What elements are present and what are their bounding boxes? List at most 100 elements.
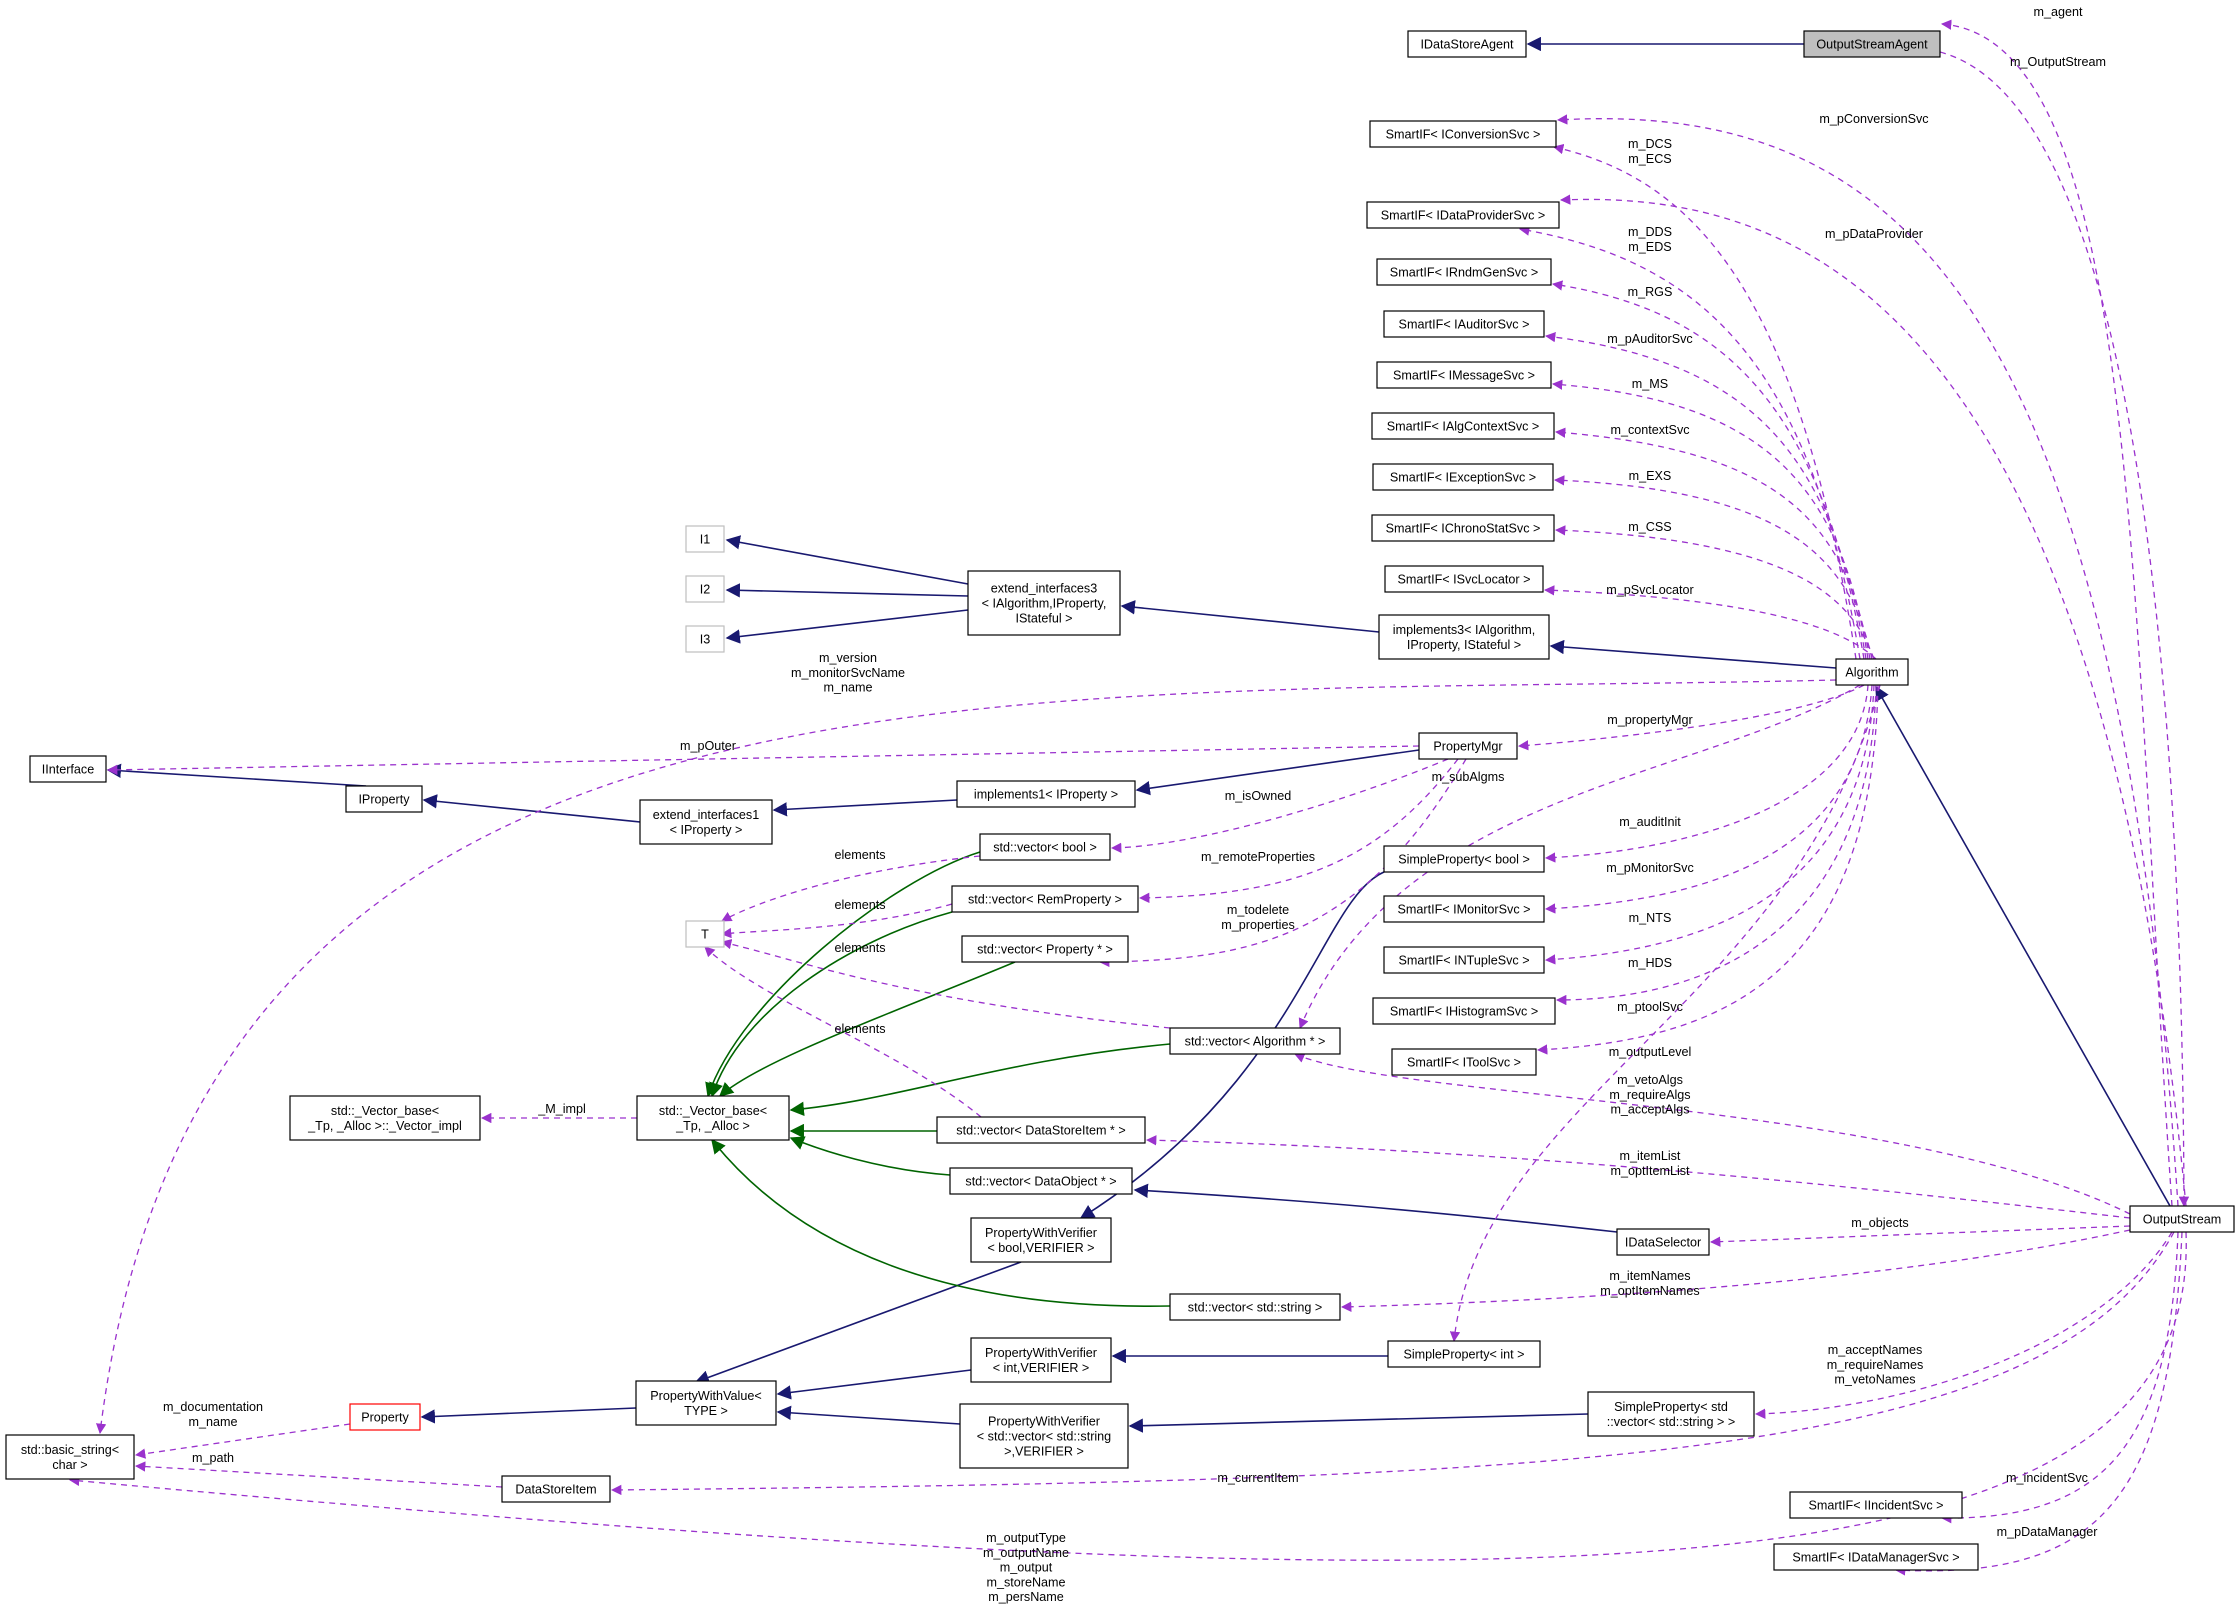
node-pwvalue[interactable]: PropertyWithValue<TYPE >: [635, 1380, 777, 1426]
edge-vecalg-to-vecbase: [789, 1043, 1171, 1116]
edge-label-output-stream: m_OutputStream: [2010, 55, 2106, 69]
edge-alg-to-ntuple: [1544, 684, 1875, 965]
edge-label-item-list-line-1: m_itemList: [1620, 1149, 1681, 1163]
node-box: [1418, 732, 1518, 760]
node-algorithm[interactable]: Algorithm: [1835, 658, 1909, 686]
node-vec-alg[interactable]: std::vector< Algorithm * >: [1169, 1027, 1341, 1055]
edge-os-to-vecstr: [1340, 1229, 2131, 1312]
node-incident[interactable]: SmartIF< IIncidentSvc >: [1789, 1491, 1963, 1519]
node-ext-if3[interactable]: extend_interfaces3< IAlgorithm,IProperty…: [967, 570, 1121, 636]
edge-extif3-to-i1: [725, 535, 969, 585]
node-exception[interactable]: SmartIF< IExceptionSvc >: [1372, 463, 1554, 491]
node-tool[interactable]: SmartIF< IToolSvc >: [1391, 1048, 1537, 1076]
node-label: IStateful >: [1015, 611, 1072, 625]
edge-os-to-spvec: [1754, 1231, 2173, 1419]
edge-label-p-conversion-svc: m_pConversionSvc: [1819, 112, 1928, 126]
node-vec-do[interactable]: std::vector< DataObject * >: [949, 1167, 1133, 1195]
node-vec-base[interactable]: std::_Vector_base<_Tp, _Alloc >: [636, 1095, 790, 1141]
node-output-stream[interactable]: OutputStream: [2129, 1205, 2235, 1233]
node-ntuple[interactable]: SmartIF< INTupleSvc >: [1383, 946, 1545, 974]
node-property-mgr[interactable]: PropertyMgr: [1418, 732, 1518, 760]
edge-label-impl: _M_impl: [537, 1102, 586, 1116]
node-t[interactable]: T: [685, 920, 725, 948]
node-label: IDataStoreAgent: [1420, 38, 1514, 52]
node-box: [1383, 310, 1545, 338]
node-vec-rem[interactable]: std::vector< RemProperty >: [951, 885, 1139, 913]
edge-label-documentation-line-1: m_documentation: [163, 1400, 263, 1414]
node-label: extend_interfaces1: [653, 808, 759, 822]
node-label: SmartIF< IHistogramSvc >: [1390, 1005, 1538, 1019]
edge-label-exs: m_EXS: [1629, 469, 1672, 483]
node-conv-svc[interactable]: SmartIF< IConversionSvc >: [1369, 120, 1557, 148]
node-box: [1378, 614, 1550, 660]
edge-pwvvec-to-pwvalue: [776, 1405, 961, 1425]
node-data-mgr[interactable]: SmartIF< IDataManagerSvc >: [1773, 1543, 1979, 1571]
node-chrono[interactable]: SmartIF< IChronoStatSvc >: [1371, 514, 1555, 542]
node-rndm-gen[interactable]: SmartIF< IRndmGenSvc >: [1376, 258, 1552, 286]
node-ext-if1[interactable]: extend_interfaces1< IProperty >: [639, 799, 773, 845]
node-spvec[interactable]: SimpleProperty< std::vector< std::string…: [1587, 1391, 1755, 1437]
node-basic-string[interactable]: std::basic_string<char >: [5, 1434, 135, 1480]
node-label: SmartIF< IConversionSvc >: [1386, 128, 1541, 142]
node-label: std::vector< DataStoreItem * >: [956, 1124, 1125, 1138]
edge-label-dcs-line-1: m_DCS: [1628, 137, 1672, 151]
node-vec-dsi[interactable]: std::vector< DataStoreItem * >: [936, 1116, 1146, 1144]
node-pwvvec[interactable]: PropertyWithVerifier< std::vector< std::…: [959, 1403, 1129, 1469]
node-monitor[interactable]: SmartIF< IMonitorSvc >: [1383, 895, 1545, 923]
edge-label-agent: m_agent: [2033, 5, 2083, 19]
node-svc-loc[interactable]: SmartIF< ISvcLocator >: [1384, 565, 1544, 593]
node-label: >,VERIFIER >: [1004, 1444, 1084, 1458]
node-impl1[interactable]: implements1< IProperty >: [956, 780, 1136, 808]
node-alg-ctx[interactable]: SmartIF< IAlgContextSvc >: [1371, 412, 1555, 440]
node-message[interactable]: SmartIF< IMessageSvc >: [1376, 361, 1552, 389]
edge-label-output-type-line-2: m_outputName: [983, 1546, 1069, 1560]
edge-os-to-vecalg: [1294, 1052, 2131, 1215]
node-label: SmartIF< IAlgContextSvc >: [1387, 420, 1540, 434]
node-box: [1372, 463, 1554, 491]
node-spint[interactable]: SimpleProperty< int >: [1387, 1340, 1541, 1368]
node-data-store-item[interactable]: DataStoreItem: [501, 1475, 611, 1503]
edge-label-hds: m_HDS: [1628, 956, 1672, 970]
node-label: < IAlgorithm,IProperty,: [982, 597, 1107, 611]
node-property[interactable]: Property: [349, 1403, 421, 1431]
node-histo[interactable]: SmartIF< IHistogramSvc >: [1372, 997, 1556, 1025]
node-output-stream-agent[interactable]: OutputStreamAgent: [1803, 30, 1941, 58]
node-data-prov[interactable]: SmartIF< IDataProviderSvc >: [1366, 201, 1560, 229]
node-iproperty[interactable]: IProperty: [345, 785, 423, 813]
node-impl3[interactable]: implements3< IAlgorithm,IProperty, IStat…: [1378, 614, 1550, 660]
node-vec-str[interactable]: std::vector< std::string >: [1169, 1293, 1341, 1321]
edge-label-elements1: elements: [834, 848, 885, 862]
node-box: [936, 1116, 1146, 1144]
node-vec-impl[interactable]: std::_Vector_base<_Tp, _Alloc >::_Vector…: [289, 1095, 481, 1141]
node-box: [1587, 1391, 1755, 1437]
edge-label-dds-line-1: m_DDS: [1628, 225, 1672, 239]
node-box: [685, 625, 725, 653]
node-spbool[interactable]: SimpleProperty< bool >: [1383, 845, 1545, 873]
node-iinterface[interactable]: IInterface: [29, 755, 107, 783]
node-label: OutputStreamAgent: [1816, 38, 1928, 52]
edge-label-elements4: elements: [834, 1022, 885, 1036]
edge-idataselector-to-vecdo: [1133, 1183, 1618, 1233]
edge-vecbool-to-vecbase: [705, 851, 981, 1098]
node-label: TYPE >: [684, 1404, 728, 1418]
edge-label-accept-names-line-3: m_vetoNames: [1834, 1373, 1915, 1387]
node-label: SmartIF< IMessageSvc >: [1393, 369, 1535, 383]
edge-os-to-dataprov: [1559, 194, 2187, 1207]
node-auditor[interactable]: SmartIF< IAuditorSvc >: [1383, 310, 1545, 338]
edge-label-elements2: elements: [834, 898, 885, 912]
node-vec-prop[interactable]: std::vector< Property * >: [961, 935, 1129, 963]
node-idata-selector[interactable]: IDataSelector: [1616, 1228, 1710, 1256]
node-i2[interactable]: I2: [685, 575, 725, 603]
edge-extif1-to-iproperty: [422, 794, 641, 823]
node-i3[interactable]: I3: [685, 625, 725, 653]
node-label: Algorithm: [1845, 666, 1898, 680]
edge-label-version-line-3: m_name: [824, 681, 873, 695]
node-pwvint[interactable]: PropertyWithVerifier< int,VERIFIER >: [970, 1337, 1112, 1383]
node-vec-bool[interactable]: std::vector< bool >: [979, 833, 1111, 861]
node-idata-store-agent[interactable]: IDataStoreAgent: [1407, 30, 1527, 58]
node-pwvbool[interactable]: PropertyWithVerifier< bool,VERIFIER >: [970, 1217, 1112, 1263]
node-i1[interactable]: I1: [685, 525, 725, 553]
edge-alg-to-chrono: [1554, 525, 1875, 660]
node-label: ::vector< std::string > >: [1607, 1415, 1735, 1429]
